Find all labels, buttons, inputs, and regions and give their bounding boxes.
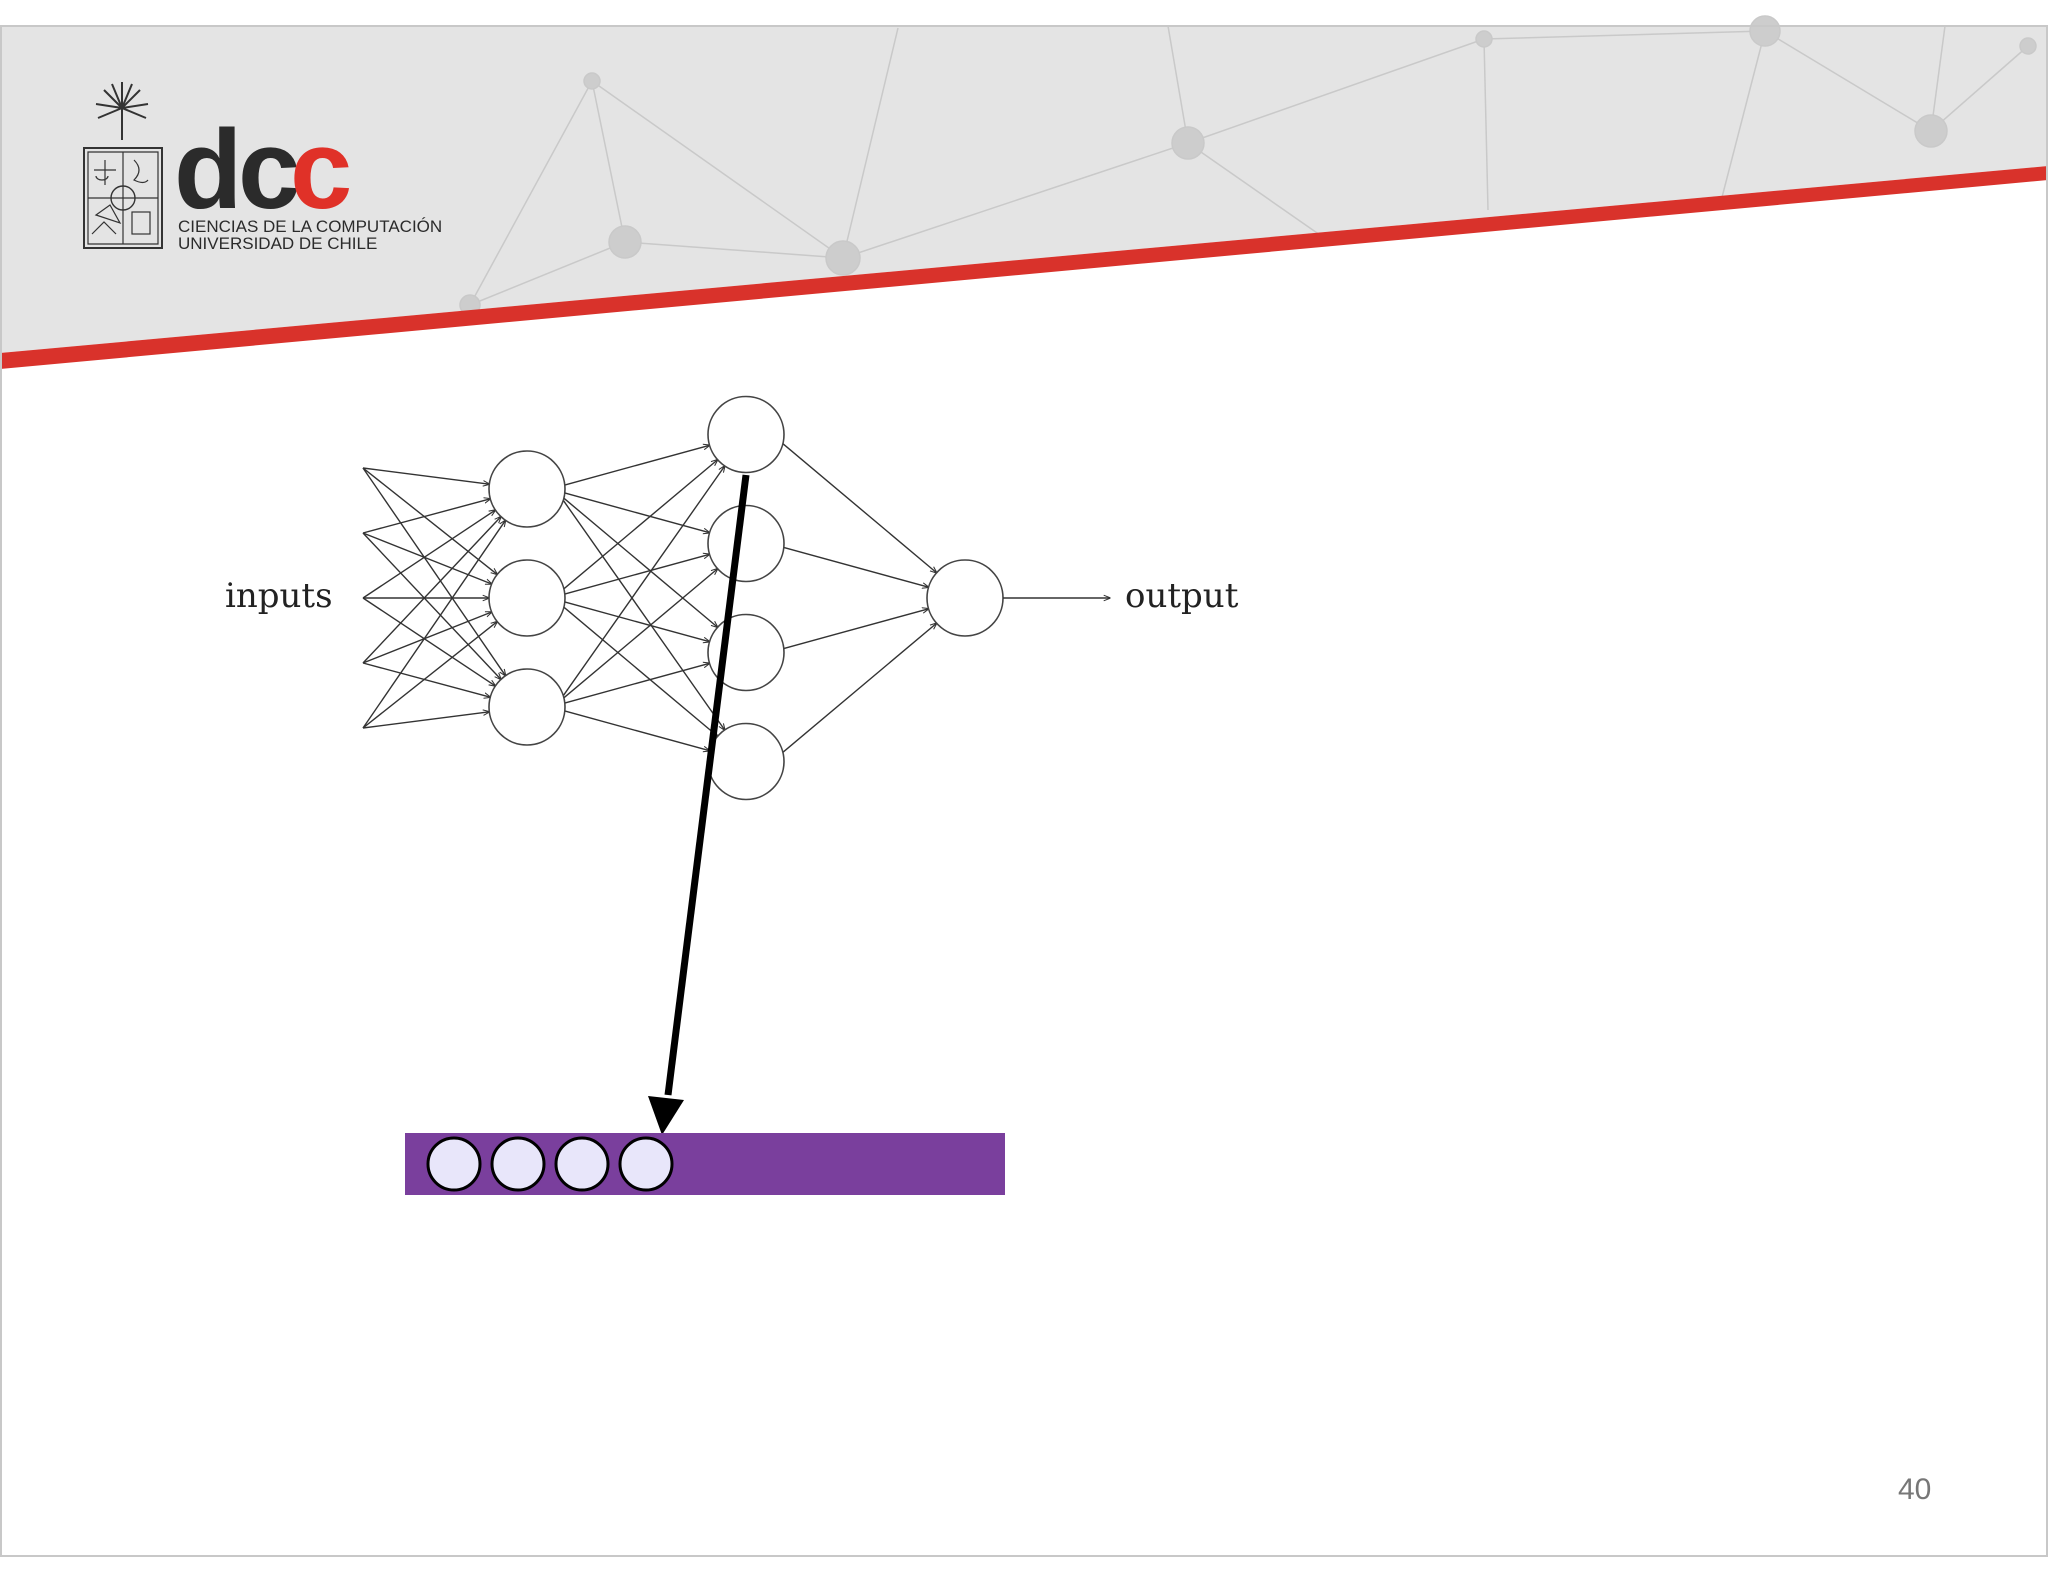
connection-hidden-2-3-to-output-0 bbox=[780, 623, 937, 755]
vector-representation bbox=[405, 1133, 1005, 1195]
connection-hidden-1-0-to-hidden-2-1 bbox=[561, 491, 710, 532]
connection-input-0-to-hidden-1-1 bbox=[362, 467, 497, 574]
network-neurons bbox=[488, 395, 1004, 801]
connection-input-2-to-hidden-1-0 bbox=[362, 510, 495, 599]
inputs-label: inputs bbox=[225, 576, 333, 616]
header-background bbox=[0, 26, 2048, 353]
connection-input-0-to-hidden-1-0 bbox=[362, 467, 489, 484]
sunburst-icon bbox=[95, 82, 149, 140]
header-band bbox=[0, 15, 2048, 369]
connection-hidden-1-1-to-hidden-2-1 bbox=[561, 554, 710, 596]
connection-hidden-1-1-to-hidden-2-3 bbox=[561, 605, 718, 737]
connection-input-3-to-hidden-1-1 bbox=[362, 612, 492, 664]
neuron-hidden-2-3 bbox=[707, 722, 785, 801]
connection-input-3-to-hidden-1-0 bbox=[362, 517, 501, 664]
connection-hidden-1-0-to-hidden-2-2 bbox=[561, 496, 718, 628]
connection-hidden-1-0-to-hidden-2-3 bbox=[561, 498, 725, 730]
embedding-arrow-head bbox=[648, 1096, 684, 1135]
highlighted-neuron-hidden-2-0 bbox=[707, 395, 785, 474]
vector-cell-2 bbox=[554, 1136, 610, 1192]
neuron-hidden-2-1 bbox=[707, 504, 785, 583]
connection-hidden-1-0-to-hidden-2-0 bbox=[561, 445, 710, 487]
logo-letter-d: d bbox=[174, 107, 242, 232]
logo-letter-c-accent: c bbox=[290, 107, 352, 232]
network-connections bbox=[362, 441, 937, 755]
output-label: output bbox=[1125, 576, 1239, 616]
connection-hidden-1-1-to-hidden-2-2 bbox=[561, 600, 710, 641]
dcc-logo: d c c CIENCIAS DE LA COMPUTACIÓN UNIVERS… bbox=[83, 82, 442, 253]
connection-input-0-to-hidden-1-2 bbox=[362, 467, 505, 676]
connection-input-1-to-hidden-1-1 bbox=[362, 532, 492, 584]
connection-hidden-1-2-to-hidden-2-2 bbox=[561, 663, 710, 705]
page-number: 40 bbox=[1898, 1473, 1931, 1506]
slide-border bbox=[0, 25, 2048, 1557]
logo-subtitle-line1: CIENCIAS DE LA COMPUTACIÓN bbox=[178, 217, 442, 236]
connection-hidden-1-2-to-hidden-2-0 bbox=[561, 466, 725, 698]
header-network-pattern bbox=[459, 15, 2037, 316]
connection-input-4-to-hidden-1-2 bbox=[362, 712, 489, 729]
connection-hidden-1-1-to-hidden-2-0 bbox=[561, 460, 718, 591]
vector-cell-3 bbox=[618, 1136, 674, 1192]
connection-input-4-to-hidden-1-1 bbox=[362, 622, 497, 729]
connection-hidden-1-2-to-hidden-2-1 bbox=[561, 569, 718, 700]
logo-subtitle-line2: UNIVERSIDAD DE CHILE bbox=[178, 234, 377, 253]
logo-letter-c: c bbox=[238, 107, 300, 232]
connection-input-1-to-hidden-1-2 bbox=[362, 532, 501, 679]
header-red-stripe bbox=[0, 166, 2048, 369]
vector-cell-0 bbox=[426, 1136, 482, 1192]
vector-cells bbox=[426, 1136, 674, 1192]
connection-hidden-2-0-to-output-0 bbox=[780, 441, 937, 573]
connection-input-4-to-hidden-1-0 bbox=[362, 520, 505, 729]
connection-hidden-2-2-to-output-0 bbox=[780, 609, 929, 650]
embedding-arrow-shaft bbox=[664, 474, 750, 1096]
connection-input-1-to-hidden-1-0 bbox=[362, 499, 490, 534]
connection-hidden-1-2-to-hidden-2-3 bbox=[561, 709, 710, 750]
connection-hidden-2-1-to-output-0 bbox=[780, 546, 929, 587]
neuron-hidden-1-2 bbox=[488, 668, 566, 746]
neuron-hidden-1-0 bbox=[488, 450, 566, 528]
connection-input-2-to-hidden-1-2 bbox=[362, 597, 495, 686]
embedding-arrow bbox=[648, 474, 750, 1135]
neural-network-diagram: inputs output bbox=[225, 395, 1239, 801]
vector-cell-1 bbox=[490, 1136, 546, 1192]
neuron-hidden-1-1 bbox=[488, 559, 566, 637]
university-crest-icon bbox=[83, 82, 163, 249]
connection-input-3-to-hidden-1-2 bbox=[362, 662, 490, 697]
neuron-output-0 bbox=[926, 559, 1004, 637]
